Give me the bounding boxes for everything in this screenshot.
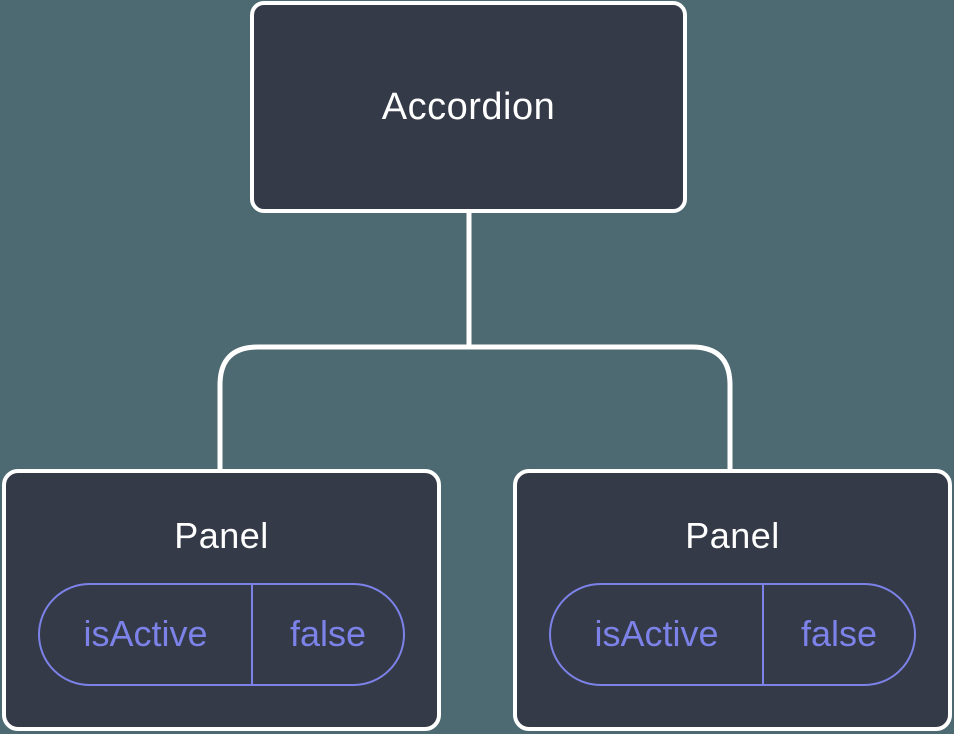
node-panel-left-label: Panel bbox=[174, 514, 269, 556]
node-accordion-label: Accordion bbox=[381, 85, 556, 128]
state-name: isActive bbox=[83, 613, 208, 654]
state-value: false bbox=[800, 613, 878, 654]
node-panel-right-label: Panel bbox=[685, 514, 780, 556]
state-pill: isActive false bbox=[38, 582, 405, 686]
node-accordion: Accordion bbox=[250, 1, 687, 213]
node-panel-right: Panel isActive false bbox=[513, 469, 952, 731]
state-pill-divider bbox=[251, 584, 253, 684]
state-pill-divider bbox=[762, 584, 764, 684]
connector-branch bbox=[217, 344, 733, 472]
state-name: isActive bbox=[594, 613, 719, 654]
state-value: false bbox=[289, 613, 367, 654]
node-panel-left: Panel isActive false bbox=[2, 469, 441, 731]
state-pill: isActive false bbox=[549, 582, 916, 686]
